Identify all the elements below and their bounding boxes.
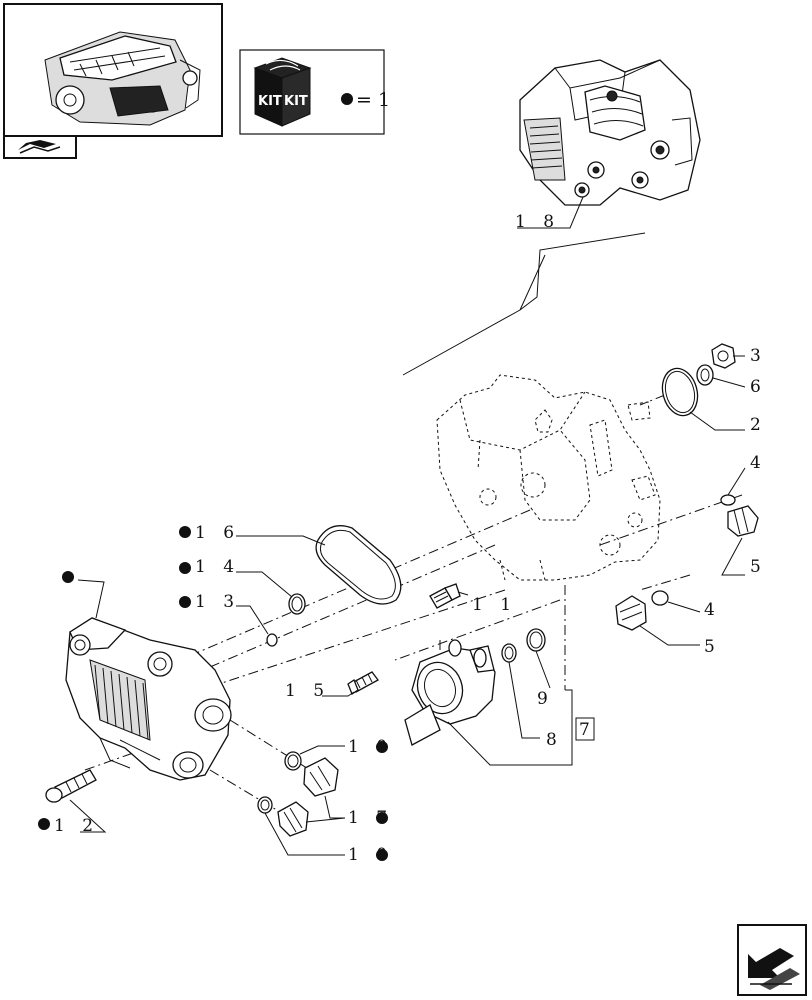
kit-box-icon: KIT KIT	[253, 57, 312, 127]
callout-4a-label: 4	[750, 453, 767, 473]
callout-7: 7	[447, 689, 596, 766]
kit-dot-icon	[179, 596, 191, 608]
part-seal-4a: 4	[720, 453, 767, 506]
assembly-axes	[84, 394, 743, 813]
part-gasket-16: 1 6	[179, 523, 402, 605]
callout-3-label: 3	[750, 346, 767, 366]
callout-16-label: 1 6	[195, 523, 240, 543]
part-oring-2: 2	[661, 367, 767, 435]
kit-dot-icon	[376, 741, 388, 753]
part-washer-6: 6	[696, 364, 767, 397]
kit-dot-icon	[341, 93, 353, 105]
kit-label-left: KIT	[258, 94, 282, 109]
callout-17-label: 1 7	[348, 808, 393, 828]
kit-label-right: KIT	[284, 94, 308, 109]
part-oring-9	[526, 628, 546, 652]
section-break-line-2	[519, 254, 546, 311]
part-oring-10b: 1 0	[257, 796, 393, 865]
engine-thumbnail[interactable]	[3, 3, 223, 159]
callout-10b-label: 1 0	[348, 845, 393, 865]
callout-18-label: 1 8	[515, 212, 560, 232]
part-bolt-15: 1 5	[285, 671, 379, 701]
part-pump-head	[65, 617, 232, 781]
back-arrow-icon[interactable]	[3, 135, 77, 159]
part-oring-13: 1 3	[179, 592, 278, 647]
part-bolt-12: 1 2	[38, 769, 107, 836]
callout-5a-label: 5	[750, 557, 767, 577]
kit-dot-icon	[376, 812, 388, 824]
engine-icon	[44, 31, 201, 126]
kit-dot-icon	[179, 526, 191, 538]
callout-14-label: 1 4	[195, 557, 240, 577]
part-oring-14: 1 4	[179, 557, 306, 615]
part-fitting-17: 1 7	[277, 757, 393, 837]
callout-12-label: 1 2	[54, 816, 99, 836]
callout-4b-label: 4	[704, 600, 721, 620]
part-seal-4b: 4	[651, 590, 721, 620]
part-valve-7	[404, 639, 496, 746]
kit-dot-icon	[38, 818, 50, 830]
callout-7-label: 7	[579, 720, 596, 740]
kit-dot-icon	[376, 849, 388, 861]
callout-8-label: 8	[546, 730, 563, 750]
callout-9-label: 9	[537, 689, 554, 709]
pump-body-outline	[436, 374, 661, 581]
callout-11-label: 1 1	[472, 595, 517, 615]
callout-18: 1 8	[515, 196, 584, 232]
callout-10a-label: 1 0	[348, 737, 393, 757]
assembled-pump-drawing	[519, 59, 701, 206]
kit-legend: KIT KIT = 1	[239, 49, 390, 135]
kit-dot-icon	[62, 571, 74, 583]
callout-6-label: 6	[750, 377, 767, 397]
part-sensor-11: 1 1	[429, 583, 517, 615]
kit-legend-text: = 1	[356, 89, 390, 111]
callout-9: 9	[535, 650, 554, 709]
part-plug-5a: 5	[721, 505, 767, 577]
part-nut-3: 3	[711, 343, 767, 369]
callout-15-label: 1 5	[285, 681, 330, 701]
next-arrow-icon[interactable]	[737, 924, 807, 996]
callout-5b-label: 5	[704, 637, 721, 657]
section-break-line	[402, 232, 646, 376]
part-plug-5b: 5	[615, 595, 721, 657]
callout-13-label: 1 3	[195, 592, 240, 612]
callout-8: 8	[508, 661, 563, 750]
part-oring-10a: 1 0	[284, 737, 393, 771]
callout-2-label: 2	[750, 415, 767, 435]
kit-dot-icon	[179, 562, 191, 574]
callout-pump-head	[62, 571, 105, 619]
part-oring-8	[501, 643, 517, 663]
